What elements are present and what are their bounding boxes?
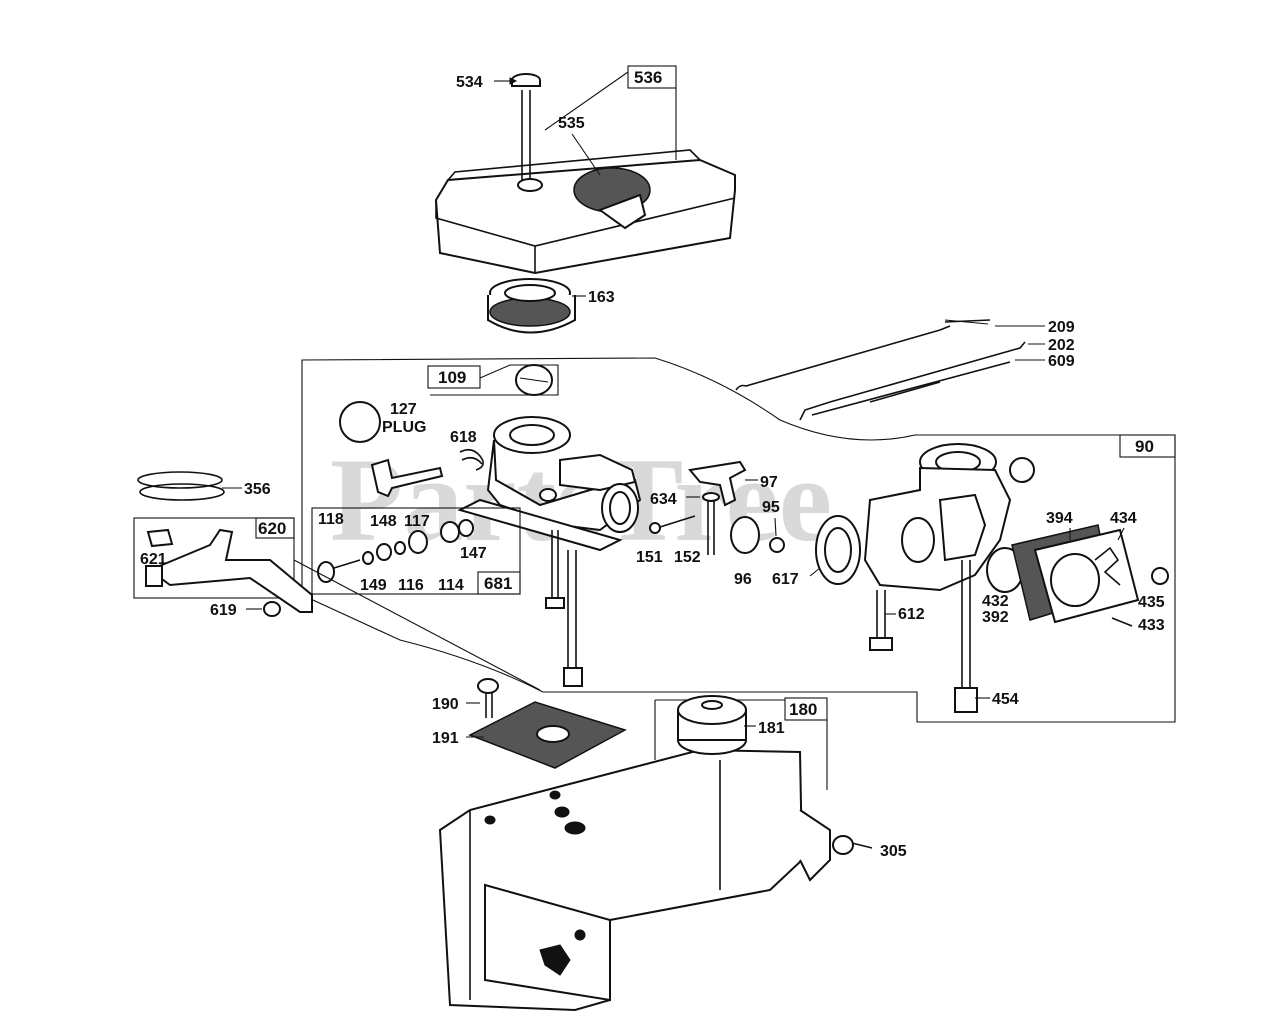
label-151: 151: [636, 549, 663, 566]
label-97: 97: [760, 474, 778, 491]
label-536: 536: [634, 68, 662, 87]
label-96: 96: [734, 571, 752, 588]
idle-valve-parts: [317, 519, 474, 583]
label-116: 116: [398, 577, 424, 594]
label-433: 433: [1138, 617, 1165, 634]
label-180: 180: [789, 700, 817, 719]
label-191: 191: [432, 730, 459, 747]
label-609: 609: [1048, 353, 1075, 370]
label-356: 356: [244, 481, 271, 498]
label-392: 392: [982, 609, 1009, 626]
governor-bracket: [145, 528, 313, 613]
label-394: 394: [1046, 510, 1073, 527]
label-619: 619: [210, 602, 237, 619]
label-90: 90: [1135, 437, 1154, 456]
label-plug: PLUG: [382, 419, 426, 436]
label-149: 149: [360, 577, 387, 594]
label-117: 117: [404, 513, 430, 530]
label-620: 620: [258, 519, 286, 538]
fuel-tank: [438, 695, 831, 1012]
label-612: 612: [898, 606, 925, 623]
label-621: 621: [140, 551, 167, 568]
label-202: 202: [1048, 337, 1075, 354]
box-620: [255, 517, 295, 539]
box-681: [477, 571, 521, 595]
air-cleaner-assembly: [434, 73, 736, 275]
linkages: [735, 319, 1026, 421]
label-305: 305: [880, 843, 907, 860]
label-114: 114: [438, 577, 464, 594]
label-681: 681: [484, 574, 512, 593]
carburetor-kit-boundary: [301, 357, 1176, 723]
label-434: 434: [1110, 510, 1137, 527]
carburetor-body-right: [815, 443, 1035, 713]
label-435: 435: [1138, 594, 1165, 611]
box-536: [627, 65, 677, 89]
label-209: 209: [1048, 319, 1075, 336]
pump-cover: [986, 524, 1169, 627]
carburetor-body: [457, 416, 642, 687]
box-90: [1119, 434, 1176, 458]
label-147: 147: [460, 545, 487, 562]
spring-356: [137, 471, 225, 501]
label-148: 148: [370, 513, 397, 530]
label-432: 432: [982, 593, 1009, 610]
screw-305: [832, 835, 873, 855]
choke-lever: [370, 448, 484, 498]
label-534: 534: [456, 74, 483, 91]
label-152: 152: [674, 549, 701, 566]
label-190: 190: [432, 696, 459, 713]
box-620-group: [133, 517, 295, 599]
label-163: 163: [588, 289, 615, 306]
throttle-parts: [649, 460, 785, 555]
gasket-163: [487, 278, 576, 334]
label-535: 535: [558, 115, 585, 132]
label-454: 454: [992, 691, 1019, 708]
plug-127: [339, 401, 381, 443]
box-681-group: [311, 507, 521, 595]
screw-190: [477, 678, 499, 718]
box-109: [427, 365, 481, 389]
label-118: 118: [318, 511, 344, 528]
box-180: [784, 697, 828, 721]
label-109: 109: [438, 368, 466, 387]
label-95: 95: [762, 499, 780, 516]
label-618: 618: [450, 429, 477, 446]
label-181: 181: [758, 720, 785, 737]
label-634: 634: [650, 491, 677, 508]
gasket-191: [468, 701, 627, 769]
label-127: 127: [390, 401, 417, 418]
label-617: 617: [772, 571, 799, 588]
